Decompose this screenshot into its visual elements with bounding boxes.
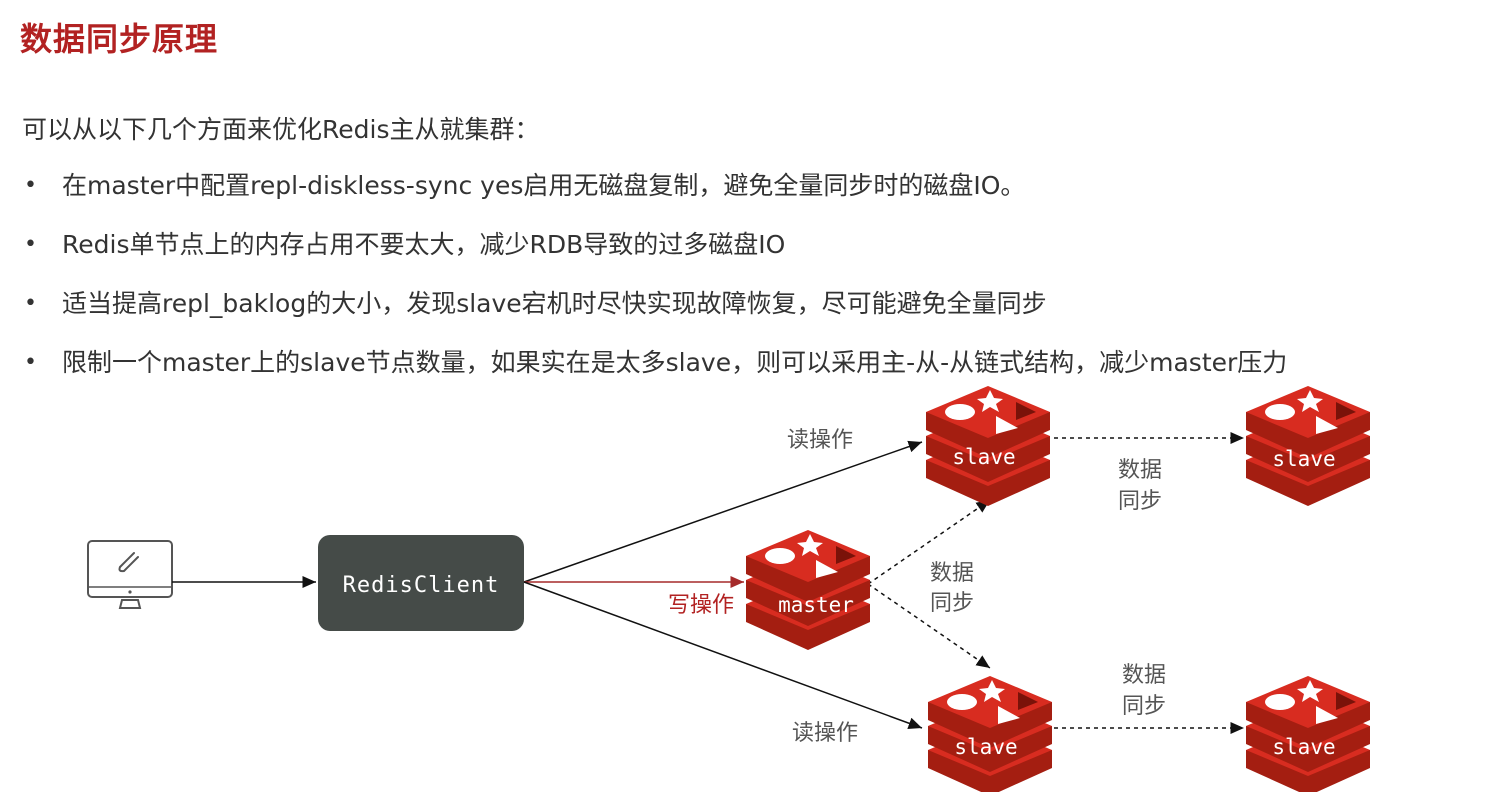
slave-label: slave xyxy=(952,445,1015,469)
bullet-text: 限制一个master上的slave节点数量，如果实在是太多slave，则可以采用… xyxy=(62,348,1288,377)
read-arrow-bottom xyxy=(523,581,923,729)
bullet-text: 在master中配置repl-diskless-sync yes启用无磁盘复制，… xyxy=(62,171,1026,200)
sync-arrow-master-bottom xyxy=(867,583,991,669)
page-title: 数据同步原理 xyxy=(20,20,219,58)
slave-node-top-chain: slave xyxy=(1246,386,1370,506)
master-label: master xyxy=(778,593,854,617)
bullet-item: • 在master中配置repl-diskless-sync yes启用无磁盘复… xyxy=(22,164,1287,223)
slave-label: slave xyxy=(1272,735,1335,759)
sync-label-top-l1: 数据 xyxy=(1118,458,1162,483)
redis-client-label: RedisClient xyxy=(343,573,500,598)
bullet-dot: • xyxy=(24,232,37,257)
monitor-icon xyxy=(87,540,173,609)
sync-label-master-l2: 同步 xyxy=(930,591,974,616)
bullet-dot: • xyxy=(24,173,37,198)
slave-node-bottom: slave xyxy=(928,676,1052,792)
write-op-label: 写操作 xyxy=(668,593,734,618)
redis-client-box: RedisClient xyxy=(318,535,524,631)
bullet-item: • 限制一个master上的slave节点数量，如果实在是太多slave，则可以… xyxy=(22,341,1287,400)
bullet-item: • Redis单节点上的内存占用不要太大，减少RDB导致的过多磁盘IO xyxy=(22,223,1287,282)
slave-label: slave xyxy=(954,735,1017,759)
sync-label-bottom-l1: 数据 xyxy=(1122,663,1166,688)
sync-label-top-l2: 同步 xyxy=(1118,489,1162,514)
slave-node-bottom-chain: slave xyxy=(1246,676,1370,792)
read-arrow-top xyxy=(523,440,923,583)
sync-label-master-l1: 数据 xyxy=(930,561,974,586)
bullet-dot: • xyxy=(24,350,37,375)
slave-label: slave xyxy=(1272,447,1335,471)
bullet-dot: • xyxy=(24,291,37,316)
intro-text: 可以从以下几个方面来优化Redis主从就集群： xyxy=(22,115,540,144)
read-op-label-bottom: 读操作 xyxy=(792,721,858,746)
slave-node-top: slave xyxy=(926,386,1050,506)
bullet-list: • 在master中配置repl-diskless-sync yes启用无磁盘复… xyxy=(22,164,1287,400)
bullet-text: 适当提高repl_baklog的大小，发现slave宕机时尽快实现故障恢复，尽可… xyxy=(62,289,1047,318)
master-node: master xyxy=(746,530,870,650)
sync-label-bottom-l2: 同步 xyxy=(1122,694,1166,719)
bullet-item: • 适当提高repl_baklog的大小，发现slave宕机时尽快实现故障恢复，… xyxy=(22,282,1287,341)
sync-arrow-master-top xyxy=(867,499,991,585)
read-op-label-top: 读操作 xyxy=(787,428,853,453)
bullet-text: Redis单节点上的内存占用不要太大，减少RDB导致的过多磁盘IO xyxy=(62,230,786,259)
